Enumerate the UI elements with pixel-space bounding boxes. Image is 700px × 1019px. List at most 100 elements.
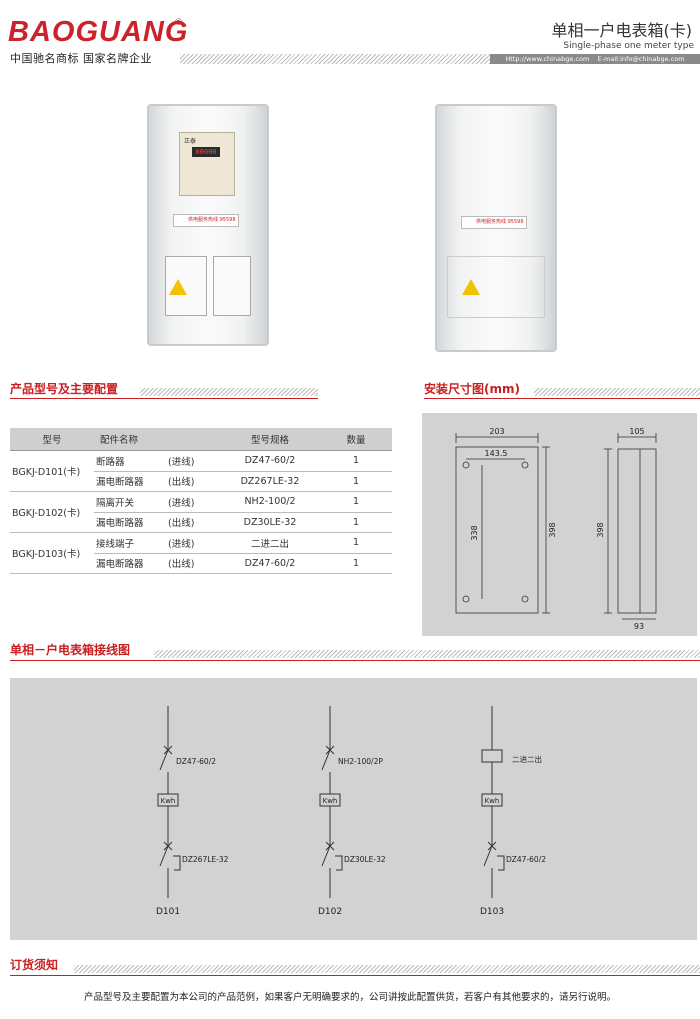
order-section-line: [10, 975, 700, 976]
part-cell: 接线端子(进线): [94, 532, 220, 554]
d102-top-label: NH2-100/2P: [338, 757, 383, 766]
qty-cell: 1: [320, 491, 392, 513]
d101-top-label: DZ47-60/2: [176, 757, 216, 766]
model-cell: BGKJ-D101(卡): [10, 450, 94, 492]
part-cell: 断路器(进线): [94, 450, 220, 472]
d101-kwh-label: Kwh: [161, 797, 176, 805]
wiring-section-line: [10, 660, 700, 661]
diagram-d103: [481, 706, 505, 898]
dim-front-height: 398: [548, 522, 557, 537]
breaker-right: [213, 256, 251, 316]
order-section-hatch: [74, 965, 700, 973]
wiring-panel: DZ47-60/2 Kwh DZ267LE-32 D101 NH2-100/2P…: [10, 678, 697, 940]
d103-bottom-label: DZ47-60/2: [506, 855, 546, 864]
d102-name: D102: [318, 907, 342, 917]
spec-table-header: 型号 配件名称 型号规格 数量: [10, 428, 392, 451]
dimension-panel: 203 143.5 338 398 105 398 93: [422, 413, 697, 636]
page-title: 单相一户电表箱(卡): [551, 21, 693, 40]
d103-name: D103: [480, 907, 504, 917]
table-row: BGKJ-D103(卡) 接线端子(进线) 二进二出 1: [10, 532, 392, 574]
email-link[interactable]: E-mail:info@chinabge.com: [597, 55, 685, 63]
dim-hole-spacing-h: 143.5: [485, 449, 508, 458]
qty-cell: 1: [320, 450, 392, 472]
d101-name: D101: [156, 907, 180, 917]
diagram-d101: [157, 706, 181, 898]
d103-kwh-label: Kwh: [485, 797, 500, 805]
spec-table: 型号 配件名称 型号规格 数量 BGKJ-D101(卡) 断路器(进线) DZ4…: [10, 428, 392, 574]
dim-side-height: 398: [596, 522, 605, 537]
col-part: 配件名称: [94, 428, 220, 451]
spec-cell: DZ267LE-32: [220, 471, 320, 492]
energy-meter: 正泰 00000: [179, 132, 235, 196]
part-cell: 漏电断路器(出线): [94, 512, 220, 533]
table-row: 漏电断路器(出线) DZ47-60/2 1: [10, 553, 392, 574]
dim-side-depth-top: 105: [629, 427, 644, 436]
side-view-outline: [617, 448, 657, 614]
diagram-d102: [319, 706, 343, 898]
spec-cell: NH2-100/2: [220, 491, 320, 513]
header-hatch-bar: [180, 54, 700, 64]
dimension-drawing: 203 143.5 338 398 105 398 93: [455, 427, 657, 631]
qty-cell: 1: [320, 532, 392, 554]
warning-icon: [169, 279, 187, 295]
config-section-title: 产品型号及主要配置: [10, 382, 119, 396]
warning-icon-empty: [462, 279, 480, 295]
order-section-title: 订货须知: [10, 958, 59, 972]
website-link[interactable]: Http://www.chinabge.com: [505, 55, 590, 63]
d103-top-label: 二进二出: [512, 754, 542, 764]
dim-hole-spacing-v: 338: [470, 525, 479, 540]
model-cell: BGKJ-D102(卡): [10, 491, 94, 533]
dimension-section-line: [424, 398, 700, 399]
qty-cell: 1: [320, 553, 392, 574]
dim-side-depth-bottom: 93: [634, 622, 644, 631]
mount-hole: [462, 461, 470, 469]
front-view-outline: [455, 446, 539, 614]
meter-display: 00000: [192, 147, 220, 157]
service-label: 供电服务热线 95598: [173, 214, 239, 227]
spec-cell: DZ30LE-32: [220, 512, 320, 533]
config-section-hatch: [140, 388, 318, 396]
mount-hole: [521, 461, 529, 469]
din-rail-area: [447, 256, 545, 318]
part-cell: 隔离开关(进线): [94, 491, 220, 513]
mount-hole: [462, 595, 470, 603]
model-cell: BGKJ-D103(卡): [10, 532, 94, 574]
dimension-section-hatch: [534, 388, 700, 396]
table-row: BGKJ-D101(卡) 断路器(进线) DZ47-60/2 1: [10, 450, 392, 492]
dim-front-width: 203: [489, 427, 504, 436]
brand-tagline: 中国驰名商标 国家名牌企业: [10, 52, 152, 65]
product-photo-assembled: 正泰 00000 供电服务热线 95598: [147, 104, 269, 346]
dimension-section-title: 安装尺寸图(mm): [424, 382, 520, 396]
brand-logo: BAOGUANG: [8, 16, 189, 48]
table-row: BGKJ-D102(卡) 隔离开关(进线) NH2-100/2 1: [10, 491, 392, 533]
part-cell: 漏电断路器(出线): [94, 553, 220, 574]
wiring-section-hatch: [154, 650, 700, 658]
col-qty: 数量: [320, 428, 392, 451]
registered-mark: ®: [174, 18, 183, 28]
product-photo-empty: 供电服务热线 95598: [435, 104, 557, 352]
wiring-diagram: DZ47-60/2 Kwh DZ267LE-32 D101 NH2-100/2P…: [156, 706, 546, 917]
contact-bar: Http://www.chinabge.com E-mail:info@chin…: [490, 54, 700, 64]
part-cell: 漏电断路器(出线): [94, 471, 220, 492]
mount-hole: [521, 595, 529, 603]
col-spec: 型号规格: [220, 428, 320, 451]
spec-cell: 二进二出: [220, 532, 320, 554]
col-model: 型号: [10, 428, 94, 451]
spec-cell: DZ47-60/2: [220, 553, 320, 574]
table-row: 漏电断路器(出线) DZ267LE-32 1: [10, 471, 392, 492]
d102-bottom-label: DZ30LE-32: [344, 855, 386, 864]
qty-cell: 1: [320, 512, 392, 533]
page-subtitle-en: Single-phase one meter type: [563, 41, 694, 51]
service-label-empty: 供电服务热线 95598: [461, 216, 527, 229]
order-notice-text: 产品型号及主要配置为本公司的产品范例，如果客户无明确要求的，公司讲按此配置供货，…: [83, 992, 616, 1003]
breaker-left: [165, 256, 207, 316]
config-section-line: [10, 398, 318, 399]
table-row: 漏电断路器(出线) DZ30LE-32 1: [10, 512, 392, 533]
d101-bottom-label: DZ267LE-32: [182, 855, 229, 864]
d102-kwh-label: Kwh: [323, 797, 338, 805]
wiring-section-title: 单相－户电表箱接线图: [10, 643, 131, 657]
terminal-block-d103: [481, 749, 503, 763]
qty-cell: 1: [320, 471, 392, 492]
spec-cell: DZ47-60/2: [220, 450, 320, 472]
meter-brand: 正泰: [184, 138, 197, 145]
